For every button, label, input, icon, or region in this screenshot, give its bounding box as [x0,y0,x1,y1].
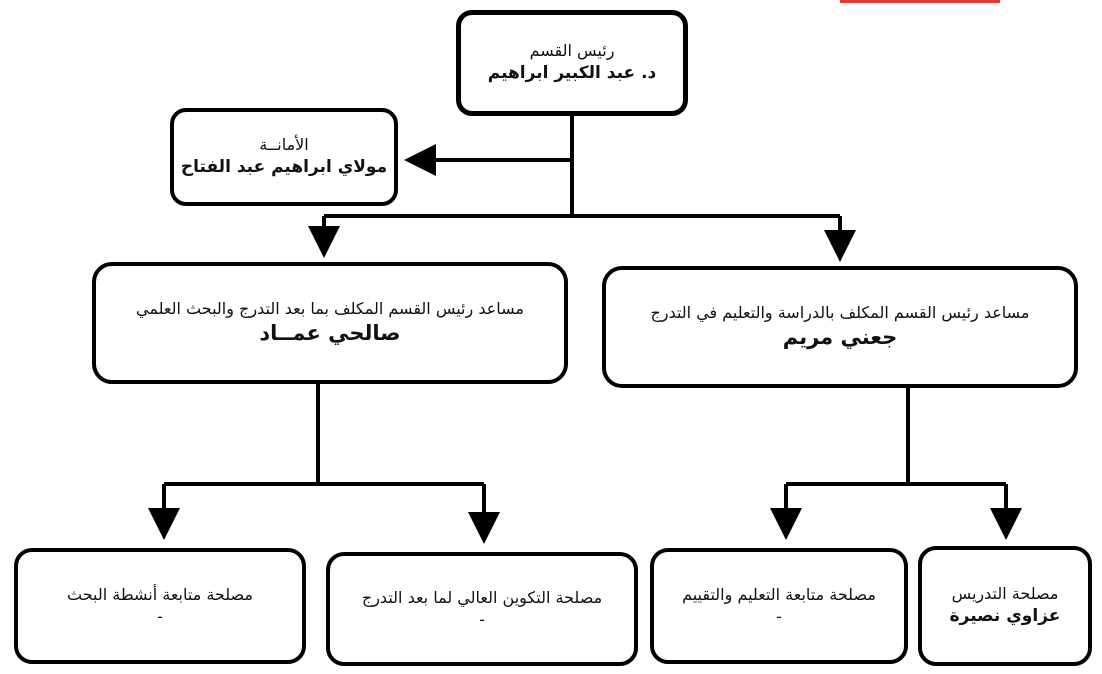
assistant-undergrad-box: مساعد رئيس القسم المكلف بالدراسة والتعلي… [602,266,1078,388]
head-of-department-box: رئيس القسم د. عبد الكبير ابراهيم [456,10,688,116]
assistant-undergrad-role: مساعد رئيس القسم المكلف بالدراسة والتعلي… [650,302,1030,322]
assistant-postgrad-box: مساعد رئيس القسم المكلف بما بعد التدرج و… [92,262,568,384]
research-activities-role: مصلحة متابعة أنشطة البحث [67,585,253,605]
postgrad-training-box: مصلحة التكوين العالي لما بعد التدرج - [326,552,638,666]
secretariat-name: مولاي ابراهيم عبد الفتاح [180,156,388,177]
research-activities-box: مصلحة متابعة أنشطة البحث - [14,548,306,664]
teaching-name: عزاوي نصيرة [949,605,1061,626]
secretariat-role: الأمانــة [259,135,309,155]
teaching-evaluation-role: مصلحة متابعة التعليم والتقييم [682,585,876,605]
postgrad-training-role: مصلحة التكوين العالي لما بعد التدرج [361,588,603,608]
assistant-postgrad-role: مساعد رئيس القسم المكلف بما بعد التدرج و… [136,298,524,318]
head-role: رئيس القسم [529,41,615,61]
head-name: د. عبد الكبير ابراهيم [487,62,657,83]
assistant-undergrad-name: جعني مريم [782,325,898,350]
teaching-box: مصلحة التدريس عزاوي نصيرة [918,546,1092,666]
postgrad-training-name: - [479,610,485,629]
assistant-postgrad-name: صالحي عمــاد [259,321,401,346]
teaching-evaluation-name: - [776,607,782,626]
research-activities-name: - [157,607,163,626]
teaching-evaluation-box: مصلحة متابعة التعليم والتقييم - [650,548,908,664]
teaching-role: مصلحة التدريس [951,584,1059,604]
secretariat-box: الأمانــة مولاي ابراهيم عبد الفتاح [170,108,398,206]
red-header-mark [840,0,1000,3]
